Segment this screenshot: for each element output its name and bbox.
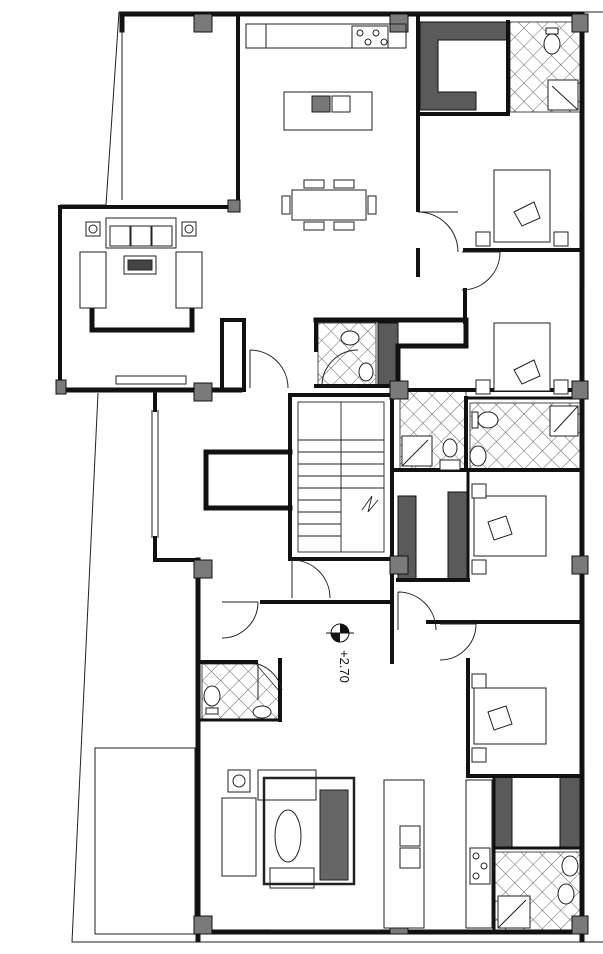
toilet-icon [557,855,579,905]
double-bed-icon [475,169,569,247]
doors [221,211,501,700]
coffee-table-icon [262,776,356,886]
sink-icon [399,825,421,869]
living-room-bottom [221,769,356,889]
washbasin-icon [439,459,461,471]
stair-treads-right [341,439,384,489]
sofa-set-icon [221,769,317,889]
cooktop-icon [351,25,389,49]
sofa-set-icon [79,217,203,309]
double-bed-icon [475,322,569,395]
kitchen-island-sink-icon [283,91,373,131]
core-fills [377,21,583,849]
shower-icon [547,79,579,111]
washbasin-icon [252,705,272,719]
washbasin-icon [469,445,487,467]
living-room-top [79,217,203,309]
coffee-table-icon [123,255,157,275]
double-bed-icon [471,483,547,575]
toilet-icon [471,411,499,429]
beds [471,169,569,763]
bathroom-fixtures [203,27,579,929]
cooktop-icon [469,847,491,885]
level-datum-icon [326,623,354,643]
dining-table-icon [281,179,377,231]
toilet-icon [340,330,360,346]
toilet-icon [543,27,561,55]
shower-icon [497,895,531,929]
washbasin-icon [358,362,374,382]
staircase [297,401,385,553]
double-bed-icon [471,673,547,763]
windows [115,30,585,931]
stair-treads-left [298,439,341,537]
toilet-icon [203,685,221,715]
shower-icon [401,435,433,467]
toilet-icon [442,438,458,458]
level-label: +2.70 [337,650,352,683]
kitchen-dining [245,23,407,231]
shower-icon [549,405,579,437]
kitchen-bottom [383,779,493,929]
